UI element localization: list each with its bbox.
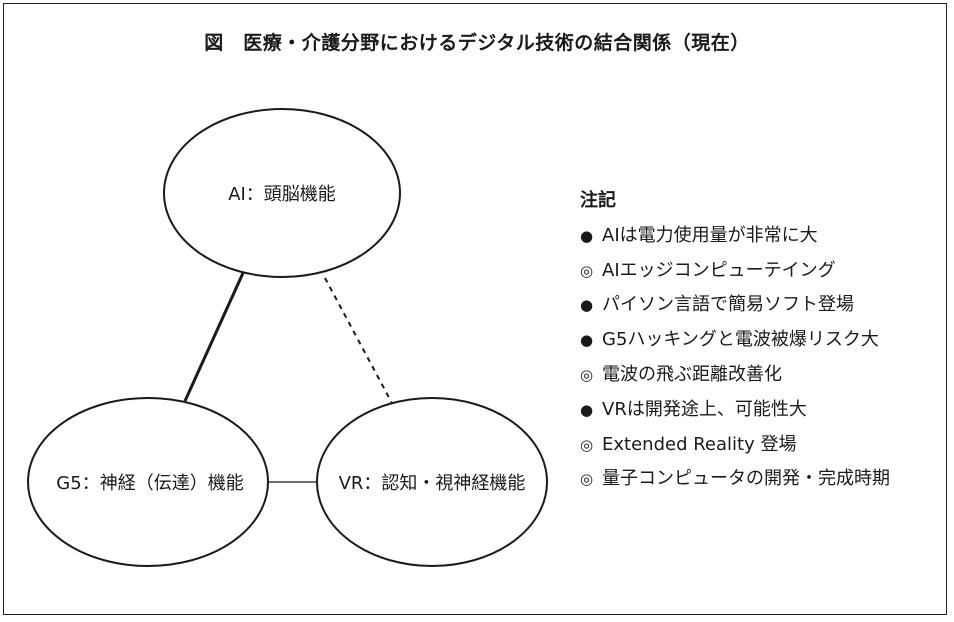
notes-heading: 注記: [580, 190, 616, 211]
figure-frame: [3, 3, 947, 615]
g5-node-label: G5：神経（伝達）機能: [56, 473, 243, 494]
note-text: VRは開発途上、可能性大: [602, 398, 807, 420]
note-item: ● VRは開発途上、可能性大: [580, 393, 950, 428]
note-item: ● AIは電力使用量が非常に大: [580, 219, 950, 254]
ai-node: AI：頭脳機能: [163, 108, 401, 278]
notes-panel: 注記 ● AIは電力使用量が非常に大 ◎ AIエッジコンピューテイング ● パイソン言…: [580, 184, 950, 497]
double-circle-icon: ◎: [580, 470, 594, 489]
note-item: ◎ AIエッジコンピューテイング: [580, 254, 950, 289]
double-circle-icon: ◎: [580, 261, 594, 280]
note-text: 電波の飛ぶ距離改善化: [602, 363, 782, 385]
ai-node-ellipse: [163, 108, 401, 278]
note-text: 量子コンピュータの開発・完成時期: [602, 468, 890, 490]
bullet-icon: ●: [580, 226, 594, 245]
double-circle-icon: ◎: [580, 365, 594, 384]
note-text: Extended Reality 登場: [602, 433, 797, 455]
double-circle-icon: ◎: [580, 435, 594, 454]
note-item: ◎ 量子コンピュータの開発・完成時期: [580, 462, 950, 497]
ai-vr-dashed-connector: [324, 277, 394, 406]
note-text: AIは電力使用量が非常に大: [602, 224, 818, 246]
note-item: ◎ Extended Reality 登場: [580, 428, 950, 463]
g5-node: G5：神経（伝達）機能: [27, 397, 269, 567]
bullet-icon: ●: [580, 331, 594, 350]
ai-g5-solid-connector: [183, 272, 245, 402]
note-item: ◎ 電波の飛ぶ距離改善化: [580, 358, 950, 393]
note-text: AIエッジコンピューテイング: [602, 259, 836, 281]
g5-node-ellipse: [27, 397, 269, 567]
bullet-icon: ●: [580, 400, 594, 419]
vr-node-label: VR：認知・視神経機能: [339, 473, 526, 494]
note-item: ● G5ハッキングと電波被爆リスク大: [580, 323, 950, 358]
bullet-icon: ●: [580, 296, 594, 315]
note-item: ● パイソン言語で簡易ソフト登場: [580, 288, 950, 323]
note-text: G5ハッキングと電波被爆リスク大: [602, 329, 879, 351]
vr-node-ellipse: [316, 397, 548, 567]
ai-node-label: AI：頭脳機能: [228, 184, 336, 205]
vr-node: VR：認知・視神経機能: [316, 397, 548, 567]
figure-title: 図 医療・介護分野におけるデジタル技術の結合関係（現在）: [204, 32, 750, 54]
note-text: パイソン言語で簡易ソフト登場: [602, 294, 854, 316]
